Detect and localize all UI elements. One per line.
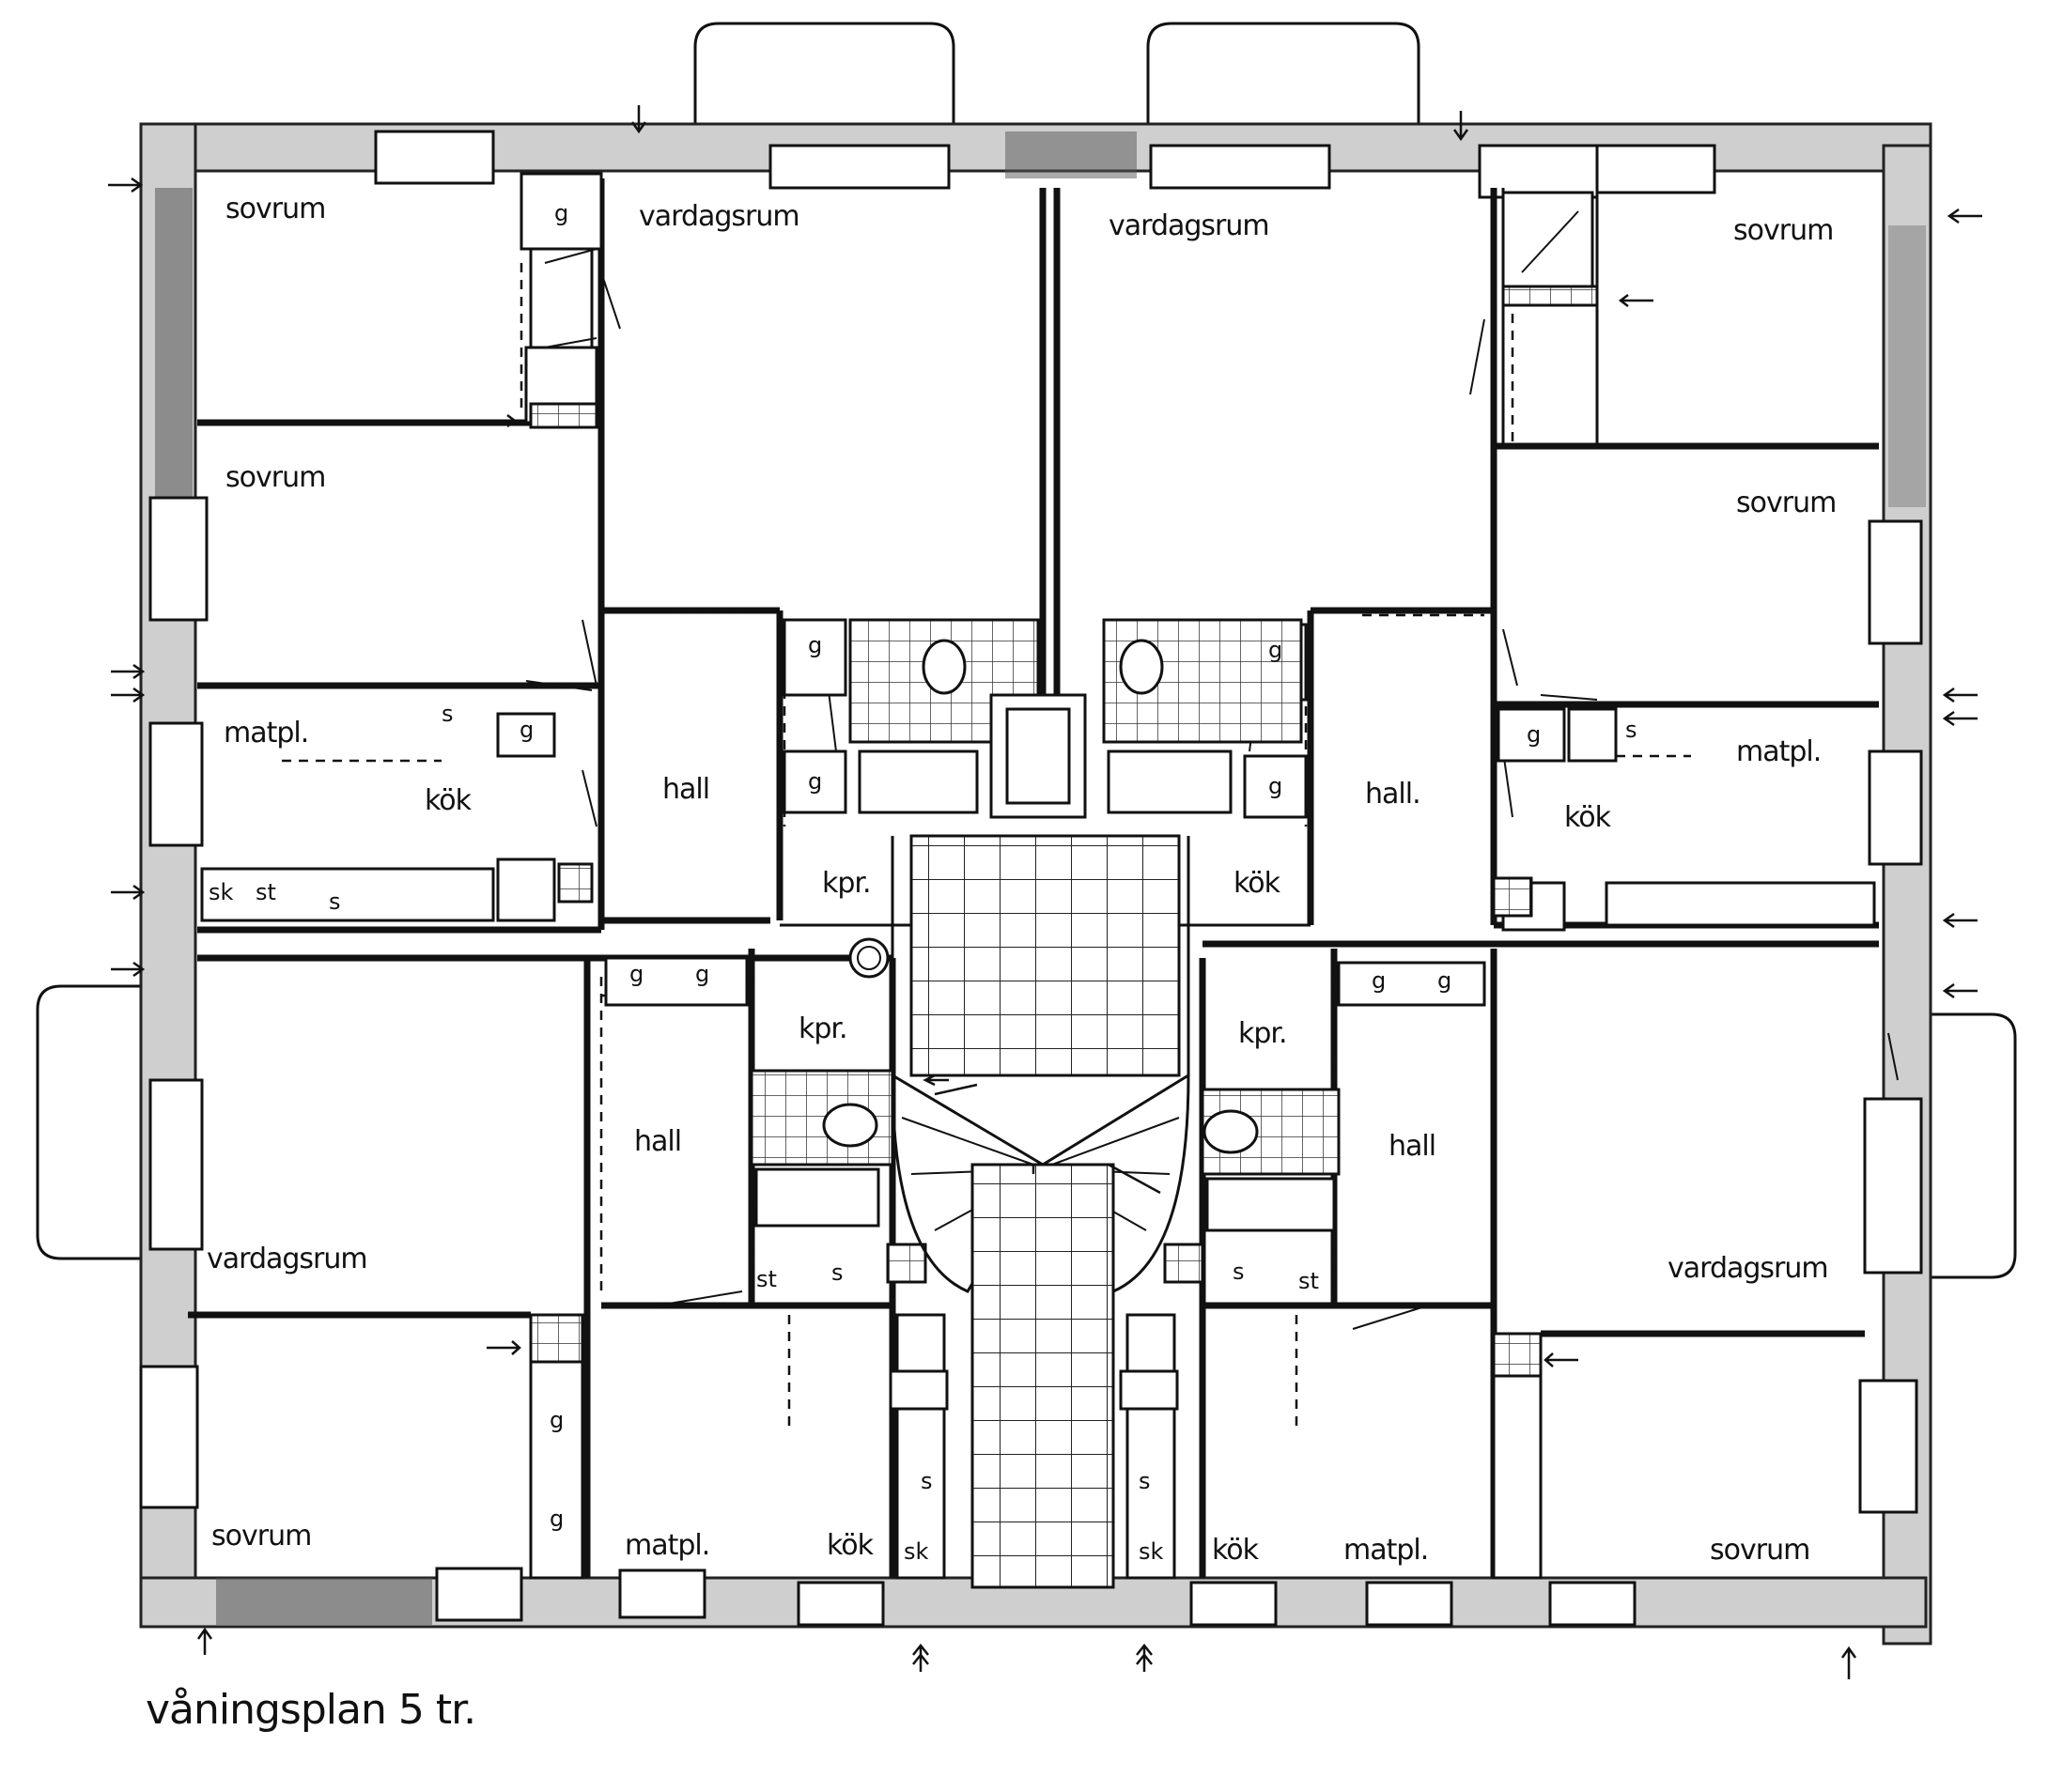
label-matpl-se: matpl. [1343, 1534, 1428, 1567]
label-matpl-e: matpl. [1736, 735, 1821, 768]
label-g: g [695, 961, 709, 987]
label-s: s [442, 701, 454, 727]
label-hall-nw: hall [662, 773, 709, 806]
label-st: st [256, 879, 276, 905]
label-g: g [1437, 967, 1451, 994]
room-labels: sovrum vardagsrum vardagsrum sovrum sovr… [207, 193, 1837, 1567]
label-st: st [756, 1266, 777, 1292]
label-s: s [1139, 1468, 1151, 1494]
label-matpl-sw: matpl. [625, 1529, 709, 1562]
label-sovrum-e: sovrum [1736, 487, 1836, 519]
label-s: s [831, 1259, 844, 1286]
label-s: s [329, 888, 341, 915]
label-sovrum-nw: sovrum [225, 193, 325, 225]
fixture-labels: g g g g g g g g g g g g g s s s s s s s … [209, 200, 1637, 1565]
label-vardagsrum-n2: vardagsrum [1109, 209, 1269, 242]
label-hall-ne: hall. [1365, 778, 1420, 811]
label-g: g [1268, 637, 1282, 663]
label-kok-nc: kök [1233, 867, 1281, 900]
label-g: g [520, 717, 534, 743]
label-g: g [1372, 967, 1386, 994]
label-matpl-w: matpl. [224, 717, 308, 749]
label-sk: sk [209, 879, 234, 905]
label-kpr-nw: kpr. [822, 867, 871, 900]
label-g: g [808, 768, 822, 795]
stair-core [848, 693, 1190, 1589]
label-vardagsrum-se: vardagsrum [1668, 1252, 1828, 1285]
label-kok-se: kök [1212, 1534, 1260, 1567]
fixtures [200, 172, 1876, 1580]
label-s: s [1625, 717, 1637, 743]
label-s: s [921, 1468, 933, 1494]
label-kok-w: kök [425, 784, 473, 817]
entry-arrows [108, 105, 1982, 1679]
door-swings [525, 248, 1899, 1330]
label-vardagsrum-n1: vardagsrum [639, 200, 799, 233]
label-kpr-sw: kpr. [799, 1012, 847, 1045]
label-kok-e: kök [1564, 801, 1612, 834]
label-st: st [1298, 1268, 1319, 1294]
label-sovrum-ne: sovrum [1733, 214, 1833, 247]
label-g: g [629, 961, 644, 987]
label-s: s [1233, 1259, 1245, 1285]
label-kok-sw: kök [827, 1529, 875, 1562]
label-hall-sw: hall [634, 1125, 681, 1158]
label-hall-se: hall [1389, 1130, 1435, 1163]
label-vardagsrum-sw: vardagsrum [207, 1243, 367, 1275]
label-g: g [554, 200, 568, 226]
label-kpr-se: kpr. [1238, 1017, 1287, 1050]
label-sovrum-se: sovrum [1710, 1534, 1809, 1567]
label-g: g [808, 632, 822, 658]
windows [139, 130, 1923, 1627]
label-sovrum-sw: sovrum [211, 1520, 311, 1553]
label-sk: sk [1139, 1538, 1164, 1565]
label-g: g [550, 1407, 564, 1433]
label-sk: sk [904, 1538, 929, 1565]
label-g: g [1268, 773, 1282, 799]
label-g: g [1527, 721, 1541, 748]
plan-title: våningsplan 5 tr. [146, 1686, 475, 1734]
balconies [36, 22, 2017, 1279]
label-g: g [550, 1506, 564, 1532]
label-sovrum-w: sovrum [225, 461, 325, 494]
bathrooms [750, 618, 1341, 1232]
